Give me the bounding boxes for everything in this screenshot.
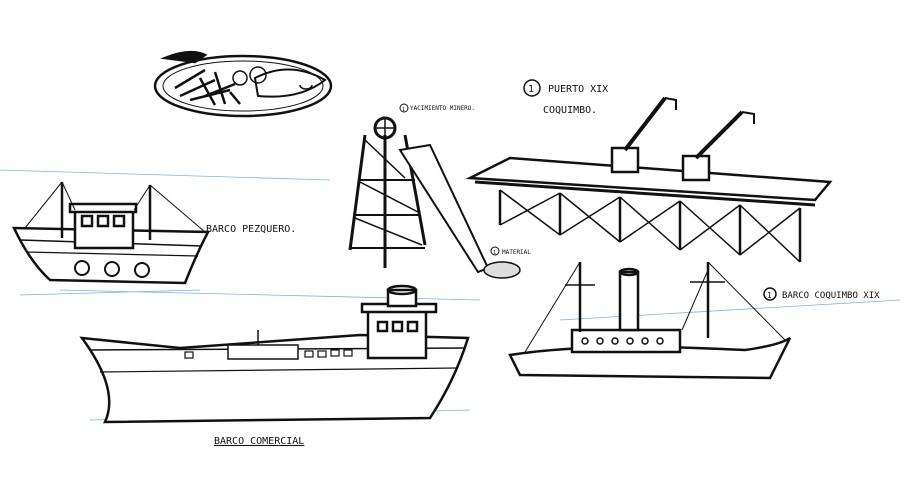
svg-text:1: 1	[528, 84, 534, 95]
port-pier-sketch	[465, 96, 833, 263]
coquimbo-boat-label: BARCO COQUIMBO XIX	[782, 291, 880, 301]
cargo-ship-sketch	[79, 284, 470, 424]
svg-text:1: 1	[767, 291, 772, 300]
cargo-ship-label: BARCO COMERCIAL	[214, 436, 304, 447]
svg-text:1: 1	[402, 107, 405, 113]
mineral-label: MATERIAL	[502, 249, 531, 256]
svg-text:1: 1	[493, 250, 496, 256]
coquimbo-boat-sketch	[508, 261, 792, 380]
fishing-boat-label: BARCO PEZQUERO.	[206, 224, 296, 235]
mining-site-badge	[399, 103, 409, 113]
mining-site-label: YACIMIENTO MINERO.	[410, 105, 475, 112]
port-label: PUERTO XIX	[548, 84, 608, 95]
mineral-badge	[490, 246, 500, 256]
mining-tower-sketch	[348, 116, 521, 279]
fish-plate-sketch	[153, 50, 333, 118]
port-badge	[523, 79, 541, 97]
port-city-label: COQUIMBO.	[543, 105, 597, 116]
fishing-boat-sketch	[12, 181, 211, 285]
coquimbo-boat-badge	[763, 287, 777, 301]
